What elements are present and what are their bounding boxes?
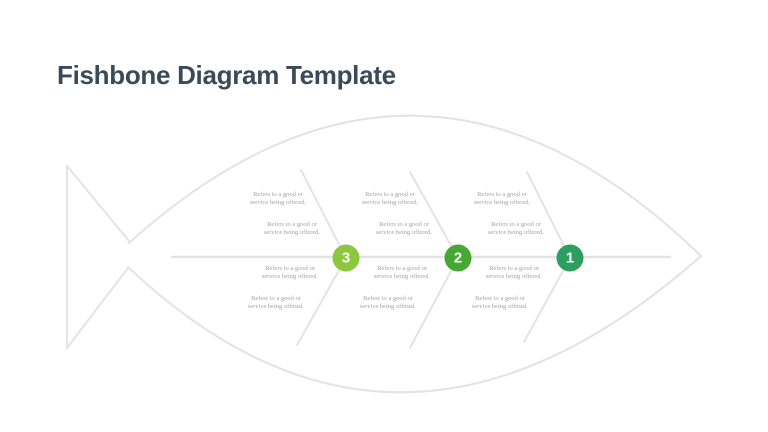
cause-label: Refers to a good or service being offere… [231, 295, 321, 310]
cause-label-line2: service being offered. [247, 302, 305, 310]
cause-label: Refers to a good or service being offere… [345, 191, 435, 206]
cause-label: Refers to a good or service being offere… [245, 265, 335, 280]
cause-label-line1: Refers to a good or [477, 191, 527, 198]
cause-marker-2: 2 [444, 244, 472, 272]
bone-2-lower [409, 257, 459, 349]
cause-label-line1: Refers to a good or [363, 295, 413, 302]
cause-label-line1: Refers to a good or [251, 295, 301, 302]
cause-label-line2: service being offered. [485, 272, 543, 280]
cause-label-line2: service being offered. [473, 198, 531, 206]
cause-label-line1: Refers to a good or [491, 221, 541, 228]
cause-label-line2: service being offered. [249, 198, 307, 206]
cause-label-line2: service being offered. [373, 272, 431, 280]
cause-label-line2: service being offered. [361, 198, 419, 206]
cause-label-line1: Refers to a good or [365, 191, 415, 198]
cause-label: Refers to a good or service being offere… [343, 295, 433, 310]
cause-label-line1: Refers to a good or [379, 221, 429, 228]
cause-label-line2: service being offered. [359, 302, 417, 310]
cause-label-line2: service being offered. [375, 228, 433, 236]
bone-3-lower [296, 257, 347, 346]
cause-label-line2: service being offered. [487, 228, 545, 236]
page-title: Fishbone Diagram Template [57, 60, 396, 90]
cause-marker-3: 3 [332, 244, 360, 272]
bone-3-upper [300, 169, 347, 259]
cause-label-line1: Refers to a good or [489, 265, 539, 272]
bone-2-upper [409, 171, 459, 259]
cause-label-line2: service being offered. [263, 228, 321, 236]
cause-label: Refers to a good or service being offere… [233, 191, 323, 206]
fish-tail-outline [66, 165, 130, 349]
cause-label-line1: Refers to a good or [267, 221, 317, 228]
cause-label-line1: Refers to a good or [253, 191, 303, 198]
fish-body-bottom-outline [127, 255, 702, 394]
fish-body-top-outline [128, 114, 702, 257]
cause-label: Refers to a good or service being offere… [457, 191, 547, 206]
cause-label-line2: service being offered. [261, 272, 319, 280]
cause-label: Refers to a good or service being offere… [471, 221, 561, 236]
cause-marker-1: 1 [556, 244, 584, 272]
cause-label: Refers to a good or service being offere… [455, 295, 545, 310]
cause-label: Refers to a good or service being offere… [469, 265, 559, 280]
cause-label-line1: Refers to a good or [475, 295, 525, 302]
cause-marker-number: 3 [341, 249, 351, 267]
cause-label: Refers to a good or service being offere… [247, 221, 337, 236]
cause-label-line1: Refers to a good or [377, 265, 427, 272]
bone-1-lower [523, 257, 571, 343]
cause-label: Refers to a good or service being offere… [359, 221, 449, 236]
cause-marker-number: 1 [565, 249, 575, 267]
cause-marker-number: 2 [453, 249, 463, 267]
cause-label: Refers to a good or service being offere… [357, 265, 447, 280]
cause-label-line1: Refers to a good or [265, 265, 315, 272]
cause-label-line2: service being offered. [471, 302, 529, 310]
bone-1-upper [526, 171, 571, 259]
